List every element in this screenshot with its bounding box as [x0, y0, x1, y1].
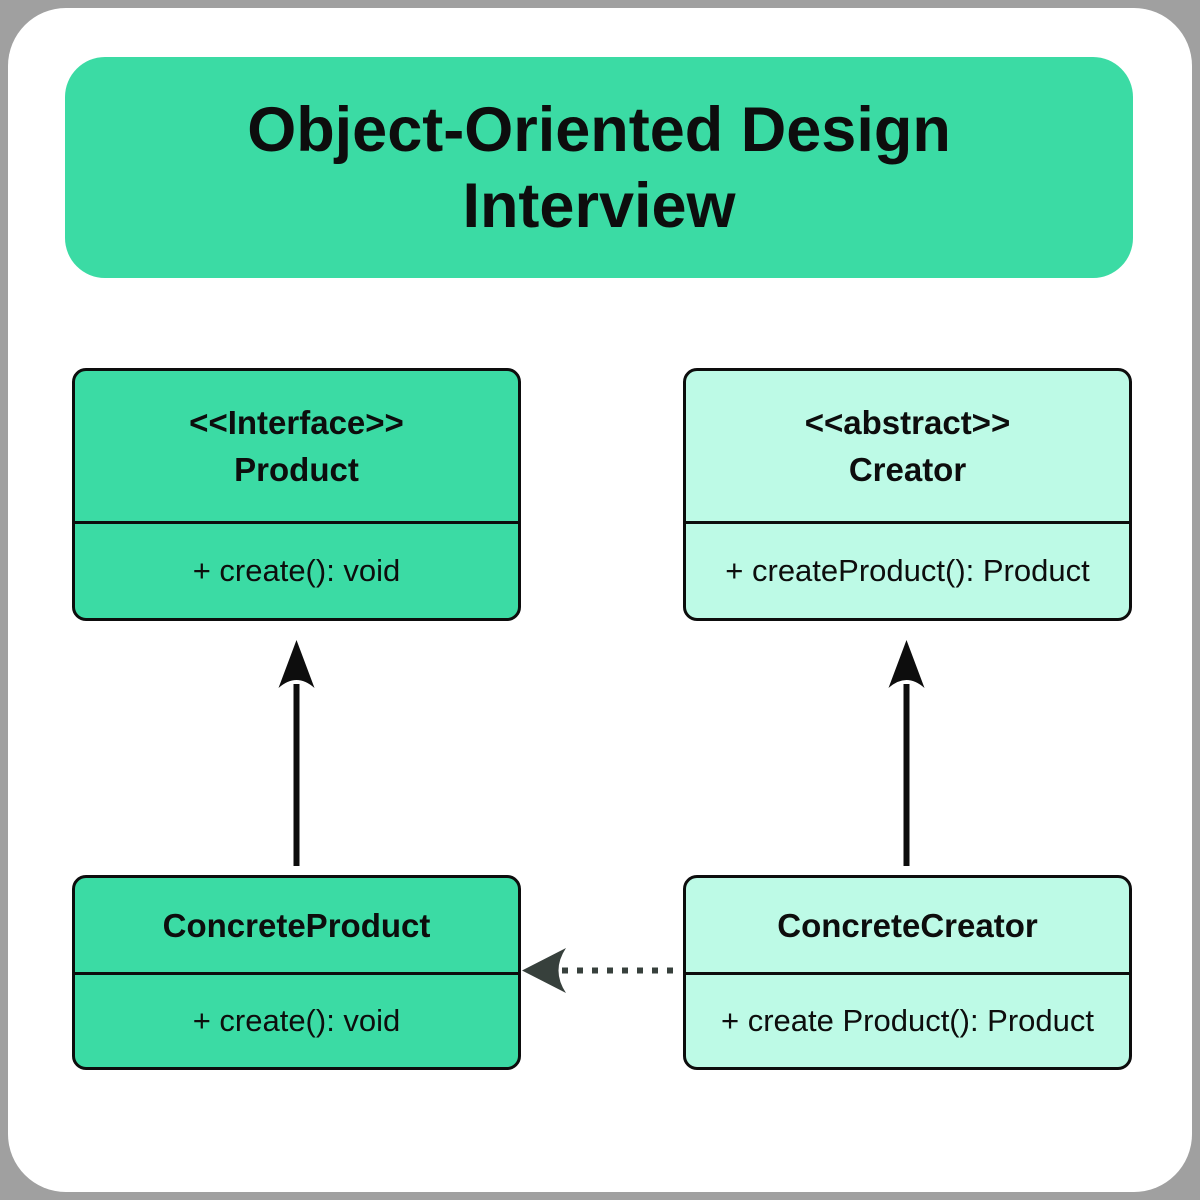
stereotype-label: <<abstract>> [804, 404, 1011, 441]
class-methods-concrete-creator: + create Product(): Product [686, 972, 1129, 1067]
title-line-2: Interview [462, 170, 736, 241]
class-header-product: <<Interface>> Product [75, 371, 518, 521]
class-name: Product [234, 451, 359, 488]
class-box-concrete-creator: ConcreteCreator + create Product(): Prod… [683, 875, 1132, 1070]
stereotype-label: <<Interface>> [189, 404, 404, 441]
class-name: Creator [848, 451, 967, 488]
class-header-concrete-product: ConcreteProduct [75, 878, 518, 972]
class-methods-concrete-product: + create(): void [75, 972, 518, 1067]
class-header-concrete-creator: ConcreteCreator [686, 878, 1129, 972]
method-label: + create Product(): Product [720, 1003, 1095, 1038]
class-box-product: <<Interface>> Product + create(): void [72, 368, 521, 621]
class-box-concrete-product: ConcreteProduct + create(): void [72, 875, 521, 1070]
title-banner: Object-Oriented Design Interview [65, 57, 1133, 278]
class-name: ConcreteCreator [777, 906, 1038, 944]
method-label: + create(): void [192, 1003, 401, 1038]
method-label: + create(): void [192, 553, 401, 588]
title-line-1: Object-Oriented Design [247, 94, 951, 165]
class-methods-product: + create(): void [75, 521, 518, 618]
class-name: ConcreteProduct [162, 906, 431, 944]
method-label: + createProduct(): Product [725, 553, 1090, 588]
class-header-creator: <<abstract>> Creator [686, 371, 1129, 521]
class-methods-creator: + createProduct(): Product [686, 521, 1129, 618]
class-box-creator: <<abstract>> Creator + createProduct(): … [683, 368, 1132, 621]
